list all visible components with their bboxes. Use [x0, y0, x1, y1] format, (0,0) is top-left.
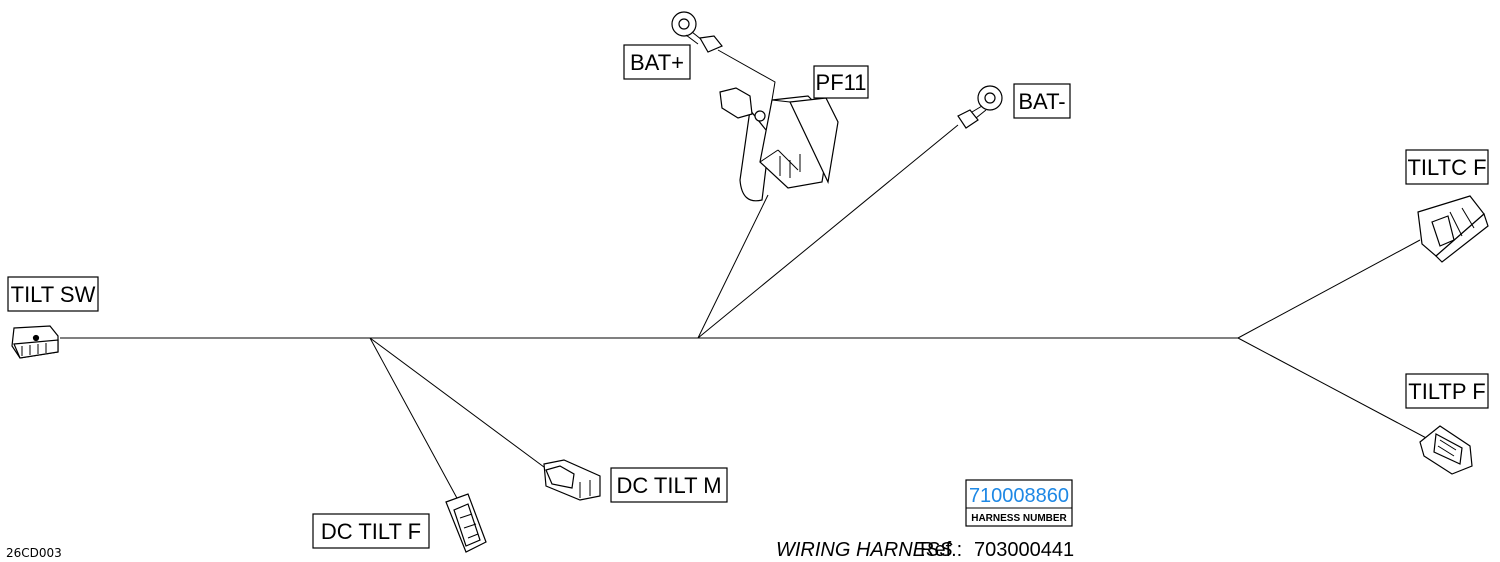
wire-pf11 [697, 194, 769, 339]
wire-dc-tilt-m [369, 337, 549, 471]
label-bat-plus-text: BAT+ [630, 50, 684, 75]
figure-code: 26CD003 [6, 546, 62, 560]
label-bat-plus: BAT+ [623, 44, 691, 80]
label-dc-tilt-m-text: DC TILT M [616, 473, 721, 498]
wire-dc-tilt-f [369, 337, 459, 501]
label-pf11-text: PF11 [816, 70, 867, 95]
tilt-sw-connector-icon [11, 325, 59, 359]
tiltp-f-connector-icon [1419, 425, 1473, 475]
pf11-relay-icon [719, 87, 839, 202]
label-bat-minus-text: BAT- [1018, 89, 1065, 114]
label-bat-minus: BAT- [1013, 83, 1071, 119]
label-tiltc-f-text: TILTC F [1407, 155, 1486, 180]
tiltc-f-connector-icon [1417, 195, 1489, 263]
ref-label: Ref.: [920, 539, 962, 561]
wires [60, 49, 1431, 501]
label-tilt-sw-text: TILT SW [11, 282, 96, 307]
dc-tilt-f-connector-icon [445, 493, 487, 553]
label-dc-tilt-f: DC TILT F [312, 513, 430, 549]
label-tilt-sw: TILT SW [7, 276, 99, 312]
label-tiltc-f: TILTC F [1405, 149, 1489, 185]
harness-number-box: 710008860 HARNESS NUMBER [965, 479, 1073, 527]
wire-tiltc-f [1237, 239, 1421, 339]
wire-bat-minus [697, 124, 959, 339]
wiring-harness-reference: WIRING HARNESS Ref.: 703000441 [776, 539, 1074, 561]
label-dc-tilt-f-text: DC TILT F [321, 519, 421, 544]
label-tiltp-f: TILTP F [1405, 373, 1489, 409]
bat-plus-terminal-icon [671, 11, 723, 53]
wiring-harness-title: WIRING HARNESS [776, 539, 953, 561]
bat-minus-terminal-icon [957, 85, 1003, 129]
label-tiltp-f-text: TILTP F [1408, 379, 1485, 404]
label-dc-tilt-m: DC TILT M [610, 467, 728, 503]
harness-number: 710008860 [969, 485, 1069, 507]
harness-number-caption: HARNESS NUMBER [971, 513, 1067, 524]
ref-value: 703000441 [974, 539, 1074, 561]
label-pf11: PF11 [813, 65, 869, 99]
dc-tilt-m-connector-icon [543, 459, 601, 501]
wire-tiltp-f [1237, 337, 1431, 441]
